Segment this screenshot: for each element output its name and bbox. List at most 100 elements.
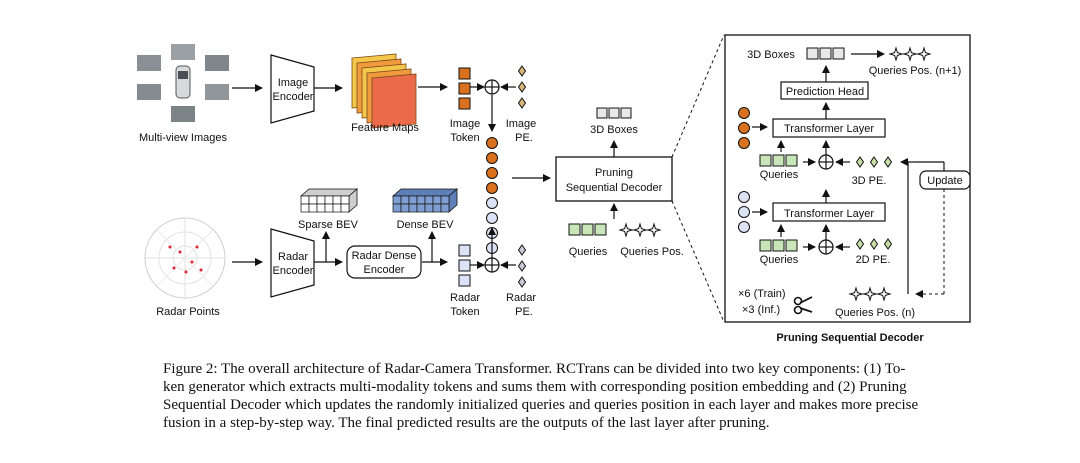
bev-cell xyxy=(324,195,334,205)
query-square xyxy=(772,154,785,167)
position-star xyxy=(902,46,918,62)
position-star xyxy=(646,222,662,238)
pruning-decoder-line1: Pruning xyxy=(595,167,633,179)
radar-tokens xyxy=(458,244,471,287)
bev-top xyxy=(299,188,359,197)
image-token-circle xyxy=(486,152,498,164)
queries-top-label: Queries xyxy=(760,169,799,181)
box-square xyxy=(620,107,632,119)
radar-points-label: Radar Points xyxy=(156,306,220,318)
position-star xyxy=(916,46,932,62)
zoom-line-bottom xyxy=(671,200,725,323)
query-square xyxy=(785,239,798,252)
radar-dense-encoder xyxy=(346,245,422,279)
image-token-circle xyxy=(486,137,498,149)
radar-token-label-line1: Radar xyxy=(450,292,480,304)
bev-cell xyxy=(392,195,402,205)
pe-diamond xyxy=(517,244,527,256)
radar-encoder-line2: Encoder xyxy=(273,265,314,277)
update-label: Update xyxy=(927,175,962,187)
bev-cell xyxy=(324,203,334,213)
scissors-icon xyxy=(793,296,813,315)
bev-cell xyxy=(308,195,318,205)
inf-count-label: ×3 (Inf.) xyxy=(742,304,780,316)
bev-cell xyxy=(400,195,410,205)
queries-squares-bottom xyxy=(759,239,798,252)
radar-token xyxy=(458,244,471,257)
pe-diamond xyxy=(517,260,527,272)
sparse-bev-label: Sparse BEV xyxy=(298,219,359,231)
bev-cell xyxy=(408,203,418,213)
image-pe-label-line1: Image xyxy=(506,118,537,130)
position-star xyxy=(632,222,648,238)
dense-bev-grid xyxy=(391,188,459,213)
radar-dense-encoder-line2: Encoder xyxy=(364,264,405,276)
image-token xyxy=(458,67,471,80)
queries-pos-next-stars xyxy=(888,46,932,62)
caption-line-2: ken generator which extracts multi-modal… xyxy=(163,379,907,395)
pe-diamond xyxy=(517,276,527,288)
radar-token-circle xyxy=(738,191,750,203)
sum-operator-bottom xyxy=(818,239,834,255)
bev-cell xyxy=(300,195,310,205)
pe-diamond xyxy=(855,238,865,250)
query-square xyxy=(581,223,594,236)
pe-diamond xyxy=(517,81,527,93)
bev-cell xyxy=(424,203,434,213)
bev-cell xyxy=(416,203,426,213)
update-block xyxy=(919,170,971,190)
radar-token-circle xyxy=(738,221,750,233)
sparse-bev-grid xyxy=(299,188,359,213)
radar-token xyxy=(458,274,471,287)
train-count-label: ×6 (Train) xyxy=(738,288,786,300)
radar-encoder-line1: Radar xyxy=(278,251,308,263)
bev-cell xyxy=(392,203,402,213)
sum-operator-top xyxy=(818,154,834,170)
query-square xyxy=(759,154,772,167)
radar-token xyxy=(458,259,471,272)
pruning-decoder-line2: Sequential Decoder xyxy=(566,182,663,194)
bev-cell xyxy=(440,203,450,213)
bev-cell xyxy=(440,195,450,205)
position-star xyxy=(618,222,634,238)
radar-token-circle xyxy=(486,197,498,209)
query-square xyxy=(568,223,581,236)
image-token-label-line1: Image xyxy=(450,118,481,130)
queries-pos-stars xyxy=(618,222,662,238)
pe-diamond xyxy=(869,156,879,168)
bev-cell xyxy=(432,195,442,205)
queries-pos-n-stars xyxy=(848,286,892,302)
bev-cell xyxy=(316,203,326,213)
transformer-layer-top xyxy=(772,118,886,138)
pe-diamond xyxy=(883,238,893,250)
detail-panel-title: Pruning Sequential Decoder xyxy=(776,332,924,344)
queries-pos-next-label: Queries Pos. (n+1) xyxy=(869,65,962,77)
radar-token-label-line2: Token xyxy=(450,306,479,318)
token-column xyxy=(486,137,498,254)
bev-cell xyxy=(408,195,418,205)
queries-squares xyxy=(568,223,607,236)
sum-operator-radar xyxy=(484,257,500,273)
image-pe-label-line2: PE. xyxy=(515,132,533,144)
caption-line-3: Sequential Decoder which updates the ran… xyxy=(163,397,919,413)
detail-output-boxes xyxy=(806,47,845,60)
image-encoder xyxy=(270,54,315,124)
position-star xyxy=(848,286,864,302)
image-token-circle xyxy=(738,137,750,149)
zoom-line-top xyxy=(671,34,725,158)
image-token-circles xyxy=(738,107,750,149)
bev-top xyxy=(391,188,459,197)
pe-diamond xyxy=(883,156,893,168)
radar-token-circle xyxy=(738,206,750,218)
queries-squares-top xyxy=(759,154,798,167)
image-token-circle xyxy=(738,122,750,134)
queries-pos-n-label: Queries Pos. (n) xyxy=(835,307,915,319)
image-token xyxy=(458,97,471,110)
transformer-layer-top-label: Transformer Layer xyxy=(784,123,874,135)
transformer-layer-bottom xyxy=(772,202,886,222)
query-square xyxy=(772,239,785,252)
bev-cell xyxy=(416,195,426,205)
caption-line-4: fusion in a step-by-step way. The final … xyxy=(163,415,770,431)
image-token xyxy=(458,82,471,95)
image-token-circle xyxy=(738,107,750,119)
